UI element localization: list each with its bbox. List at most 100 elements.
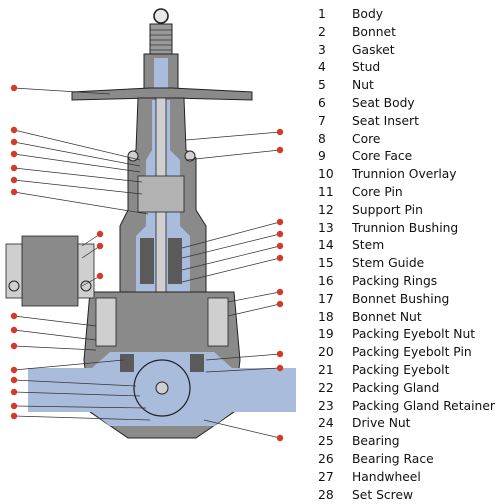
seat-body-right (190, 354, 204, 372)
callout-leader-line (13, 153, 141, 173)
legend-item: 21 Packing Eyebolt (318, 362, 496, 380)
callout-leader-line (227, 303, 281, 317)
legend-label: Bearing Race (352, 451, 434, 466)
callout-dot (10, 376, 18, 384)
packing-rings (140, 238, 182, 284)
callout-dot (276, 218, 284, 226)
callout-dot (10, 138, 18, 146)
callout-dot (96, 272, 104, 280)
legend-item: 11 Core Pin (318, 184, 496, 202)
stem-thread-top (149, 23, 173, 55)
legend-number: 3 (318, 42, 326, 57)
legend-number: 23 (318, 398, 334, 413)
legend-number: 9 (318, 149, 326, 164)
callout-dot (276, 230, 284, 238)
legend-number: 20 (318, 345, 334, 360)
valve-cross-section-diagram (5, 8, 296, 442)
callout-leader-line (13, 129, 141, 161)
legend-number: 21 (318, 362, 334, 377)
legend-label: Core (352, 131, 381, 146)
legend-number: 5 (318, 78, 326, 93)
callout-dot (96, 242, 104, 250)
body-stud-right (207, 297, 229, 347)
callout-dot (276, 146, 284, 154)
callout-dot (10, 342, 18, 350)
callout-dot (96, 230, 104, 238)
callout-dot (276, 350, 284, 358)
packing-gland (137, 175, 185, 213)
callout-dot (10, 312, 18, 320)
callout-dot (276, 300, 284, 308)
legend-label: Core Pin (352, 184, 403, 199)
legend-number: 22 (318, 380, 334, 395)
callout-dot (276, 242, 284, 250)
callout-leader-line (13, 391, 141, 397)
legend-number: 26 (318, 451, 334, 466)
legend-item: 22 Packing Gland (318, 380, 496, 398)
legend-number: 11 (318, 184, 334, 199)
legend-label: Packing Eyebolt Nut (352, 327, 476, 342)
legend-number: 2 (318, 24, 326, 39)
legend-number: 7 (318, 113, 326, 128)
legend-label: Packing Gland (352, 380, 440, 395)
callout-leader-line (181, 221, 281, 249)
legend-label: Gasket (352, 42, 395, 57)
eyebolt-right (184, 150, 196, 162)
legend-label: Drive Nut (352, 416, 411, 431)
legend-label: Packing Eyebolt (352, 362, 450, 377)
callout-dot (10, 402, 18, 410)
legend-item: 3 Gasket (318, 42, 496, 60)
legend-label: Nut (352, 78, 374, 93)
callout-leader-line (13, 329, 97, 341)
legend-label: Stud (352, 60, 381, 75)
legend-label: Seat Insert (352, 113, 419, 128)
legend-item: 7 Seat Insert (318, 113, 496, 131)
legend-label: Bonnet Bushing (352, 291, 450, 306)
callout-dot (10, 412, 18, 420)
legend-number: 8 (318, 131, 326, 146)
callout-leader-line (181, 245, 281, 271)
legend-label: Support Pin (352, 202, 423, 217)
legend-item: 5 Nut (318, 77, 496, 95)
legend-label: Body (352, 7, 384, 21)
drive-nut-bore (154, 58, 168, 94)
callout-leader-line (13, 405, 147, 409)
callout-leader-line (205, 353, 281, 361)
callout-leader-line (227, 291, 281, 303)
legend-label: Stem Guide (352, 256, 425, 271)
callout-leader-line (185, 149, 281, 161)
legend-label: Handwheel (352, 469, 421, 484)
callout-leader-line (81, 245, 101, 259)
callout-leader-line (181, 257, 281, 283)
callout-dot (10, 188, 18, 196)
legend-item: 8 Core (318, 131, 496, 149)
callout-dot (10, 84, 18, 92)
callout-dot (276, 128, 284, 136)
legend-label: Bonnet (352, 24, 396, 39)
legend-label: Bearing (352, 434, 400, 449)
callout-dot (10, 366, 18, 374)
legend-number: 16 (318, 273, 334, 288)
callout-dot (10, 150, 18, 158)
legend-label: Packing Eyebolt Pin (352, 345, 472, 360)
callout-leader-line (81, 275, 101, 287)
callout-dot (10, 388, 18, 396)
legend-number: 6 (318, 95, 326, 110)
legend-number: 14 (318, 238, 334, 253)
legend-number: 13 (318, 220, 334, 235)
valve-cross-section (5, 8, 296, 439)
legend-label: Stem (352, 238, 385, 253)
callout-leader-line (181, 233, 281, 259)
callout-leader-line (13, 415, 151, 421)
callout-dot (276, 364, 284, 372)
lifting-eye (153, 8, 169, 24)
